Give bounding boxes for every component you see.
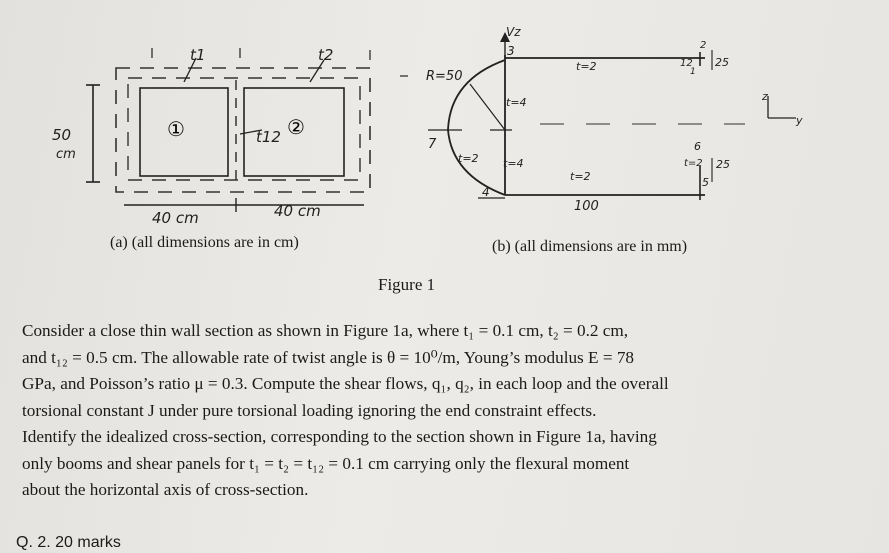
dim-bot-5: 5 (702, 176, 709, 189)
body-line: about the horizontal axis of cross-secti… (22, 480, 309, 499)
problem-text: Consider a close thin wall section as sh… (22, 318, 852, 504)
three-label: 3 (507, 44, 515, 58)
radius-label: R=50 (426, 69, 462, 84)
t2-left-label: t=2 (458, 152, 479, 165)
dim-bot-6: 6 (694, 140, 701, 153)
t1-label: t1 (190, 46, 205, 64)
dim-bot-t2: t=2 (684, 158, 703, 169)
vz-label: Vz (506, 25, 521, 39)
height-value: 50 (52, 126, 71, 144)
t2-bottom-label: t=2 (570, 170, 591, 183)
axis-z-label: z (761, 90, 768, 103)
body-line: Consider a close thin wall section as sh… (22, 321, 629, 340)
caption-a: (a) (all dimensions are in cm) (110, 234, 299, 251)
t4-mid-label: t=4 (503, 157, 524, 170)
t12-arrow (239, 129, 263, 135)
body-line: and t₁₂ = 0.5 cm. The allowable rate of … (22, 347, 635, 367)
cell-1-box (139, 87, 229, 177)
axis-y-label: y (795, 114, 803, 127)
cell-2-box (243, 87, 345, 177)
radius-line (469, 83, 506, 131)
caption-b: (b) (all dimensions are in mm) (492, 238, 688, 255)
dim-bot-25: 25 (716, 158, 730, 171)
height-unit: cm (56, 147, 76, 162)
width-1-label: 40 cm (152, 209, 199, 227)
four-label: 4 (482, 185, 490, 199)
hundred-label: 100 (574, 199, 599, 214)
cell-2-label: ② (287, 115, 305, 139)
t1-arrow (183, 57, 197, 83)
dim-top-25: 25 (715, 56, 729, 69)
t2-label: t2 (318, 46, 333, 64)
question-number: Q. 2. 20 marks (16, 534, 121, 551)
body-line: Identify the idealized cross-section, co… (22, 427, 657, 446)
cell-1-label: ① (167, 117, 185, 141)
outer-dashed-frame (115, 67, 371, 193)
t2-top-label: t=2 (576, 60, 597, 73)
dim-top-1: 1 (690, 67, 696, 77)
body-line: GPa, and Poisson’s ratio μ = 0.3. Comput… (22, 374, 669, 393)
body-line: torsional constant J under pure torsiona… (22, 400, 597, 420)
figure-title: Figure 1 (378, 275, 436, 294)
seven-label: 7 (428, 137, 437, 152)
t4-top-label: t=4 (506, 96, 527, 109)
dim-top-2: 2 (700, 40, 706, 51)
dim-top-12: 12 (680, 58, 693, 69)
body-line: only booms and shear panels for t₁ = t₂ … (22, 453, 630, 473)
t12-label: t12 (256, 128, 281, 146)
width-2-label: 40 cm (274, 202, 321, 220)
t2-arrow (309, 59, 325, 83)
vz-arrow-head (500, 32, 510, 42)
